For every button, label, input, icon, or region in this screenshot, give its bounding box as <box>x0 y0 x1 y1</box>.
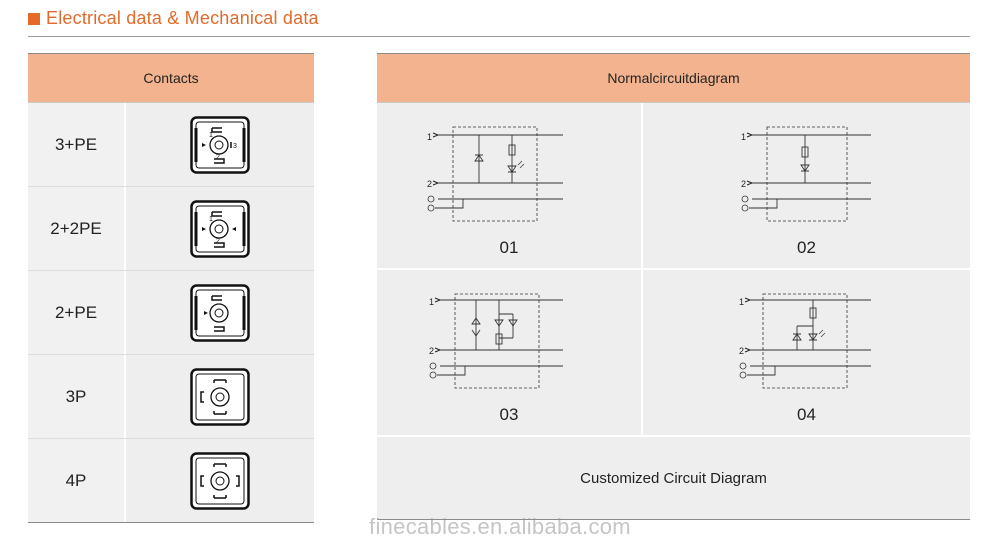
connector-4p-icon <box>126 439 314 522</box>
contacts-row-label: 3+PE <box>28 103 124 186</box>
circuit-diagram-02: 1 2 02 <box>643 103 970 268</box>
circuit-diagram-03: 1 2 03 <box>377 270 641 435</box>
customized-circuit-diagram: Customized Circuit Diagram <box>377 435 970 520</box>
pin-label: 2 <box>739 346 744 356</box>
watermark-text: finecables.en.alibaba.com <box>369 514 631 539</box>
section-title: Electrical data & Mechanical data <box>46 8 319 28</box>
circuit-header: Normalcircuitdiagram <box>377 53 970 103</box>
connector-3pe-icon: 1 2 3 <box>126 103 314 186</box>
contacts-row-label: 2+2PE <box>28 187 124 270</box>
pin-number: 1 <box>209 216 213 223</box>
heading-square-icon <box>28 12 40 25</box>
pin-number: 2 <box>216 238 220 245</box>
connector-2-2pe-icon: 1 2 <box>126 187 314 270</box>
contacts-row: 2+PE <box>28 271 314 355</box>
pin-label: 2 <box>741 179 746 189</box>
contacts-row: 3P <box>28 355 314 439</box>
contacts-row: 3+PE 1 2 3 <box>28 103 314 187</box>
diagram-number: 04 <box>797 405 816 424</box>
pin-number: 1 <box>209 132 213 139</box>
contacts-row: 4P <box>28 439 314 523</box>
diagram-number: 01 <box>499 238 519 257</box>
diagram-number: 02 <box>797 238 816 257</box>
contacts-header: Contacts <box>28 53 314 103</box>
connector-2pe-icon <box>126 271 314 354</box>
pin-label: 2 <box>429 346 434 356</box>
contacts-row: 2+2PE 1 2 <box>28 187 314 271</box>
pin-number: 3 <box>233 143 237 150</box>
pin-label: 2 <box>427 179 432 189</box>
pin-label: 1 <box>427 132 432 142</box>
contacts-row-label: 3P <box>28 355 124 438</box>
connector-3p-icon <box>126 355 314 438</box>
circuit-table: Normalcircuitdiagram 1 2 01 <box>377 53 970 520</box>
heading-divider <box>28 36 970 37</box>
contacts-table: Contacts 3+PE 1 2 3 2+2PE <box>28 53 314 523</box>
circuit-diagram-01: 1 2 01 <box>377 103 641 268</box>
section-heading: Electrical data & Mechanical data <box>28 8 319 29</box>
contacts-row-label: 2+PE <box>28 271 124 354</box>
diagram-number: 03 <box>499 405 519 424</box>
circuit-diagram-04: 1 2 04 <box>643 270 970 435</box>
pin-label: 1 <box>739 297 744 307</box>
pin-number: 2 <box>216 154 220 161</box>
pin-label: 1 <box>741 132 746 142</box>
pin-label: 1 <box>429 297 434 307</box>
contacts-row-label: 4P <box>28 439 124 522</box>
